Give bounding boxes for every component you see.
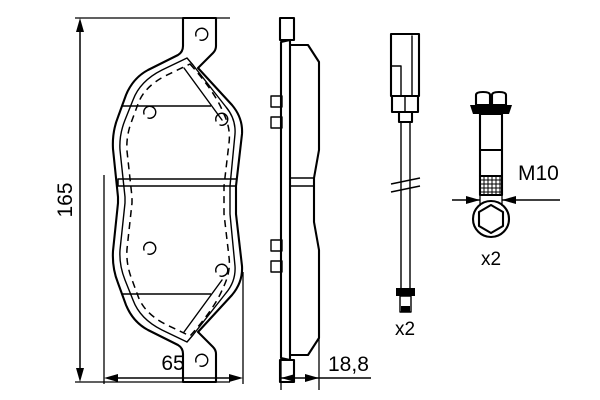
thickness-dimension-label: 18,8 — [328, 353, 369, 376]
backing-plate-outline — [111, 16, 244, 384]
height-dimension: 165 — [54, 17, 230, 383]
width-arrow-right — [229, 374, 243, 382]
thickness-dimension: 18,8 — [280, 250, 371, 390]
rivet-hole-top-tab — [195, 27, 209, 41]
front-view: 165 65 — [54, 16, 244, 384]
height-arrow-top — [76, 18, 84, 32]
clip-lug-2 — [270, 116, 283, 129]
wear-sensor-view: x2 — [389, 32, 421, 340]
side-view: 18,8 — [270, 16, 371, 390]
thread-dimension-label: M10 — [518, 162, 559, 185]
thickness-arrow-left — [281, 374, 295, 382]
upper-rib-line — [183, 67, 223, 121]
nut-view: x2 — [471, 199, 511, 270]
clip-lug-1 — [270, 95, 283, 108]
side-backing-plate — [279, 38, 292, 362]
thread-dimension: M10 — [452, 162, 560, 206]
sensor-connector-latch — [390, 65, 402, 97]
rivet-hole-lower-right — [215, 263, 229, 277]
rivet-hole-lower-left — [143, 241, 157, 255]
bolt-shank-plain — [478, 112, 504, 152]
sensor-connector-housing — [389, 32, 421, 98]
friction-pad-hidden-edge — [126, 63, 231, 337]
sensor-strain-relief — [390, 94, 420, 114]
height-dimension-label: 165 — [54, 182, 77, 217]
bolt-shank-mid — [478, 148, 504, 178]
clip-lug-4 — [270, 260, 283, 273]
bolt-flange — [470, 105, 512, 114]
bolt-view: M10 — [452, 90, 560, 206]
clip-lug-3 — [270, 239, 283, 252]
thickness-arrow-right — [305, 374, 319, 382]
width-dimension: 65 — [103, 175, 244, 384]
nut-outer-circle — [471, 199, 511, 239]
nut-hex-profile — [477, 203, 505, 235]
side-clip-lugs — [270, 95, 283, 273]
rivet-holes — [143, 27, 229, 367]
sensor-cable — [400, 121, 411, 289]
width-dimension-label: 65 — [161, 352, 184, 375]
width-arrow-left — [104, 374, 118, 382]
sensor-tip-ferrule — [396, 288, 415, 296]
bolt-thread-hatch — [480, 176, 502, 195]
side-friction-material — [288, 43, 321, 357]
rivet-hole-upper-right — [215, 112, 229, 126]
side-upper-tab — [278, 16, 296, 42]
center-groove — [117, 178, 237, 187]
thread-arrow-left — [466, 196, 480, 204]
sensor-cable-gland — [397, 110, 414, 124]
bolt-head-right-lobe — [490, 90, 508, 107]
side-center-groove — [289, 177, 315, 187]
friction-material-outline — [119, 57, 236, 343]
sensor-tip-end — [401, 306, 410, 312]
sensor-quantity-label: x2 — [395, 319, 415, 340]
nut-quantity-label: x2 — [481, 249, 501, 270]
bolt-head-left-lobe — [474, 90, 492, 107]
sensor-cable-break-symbol — [390, 177, 421, 193]
sensor-tip-body — [399, 295, 412, 313]
rivet-hole-upper-left — [143, 105, 157, 119]
lower-rib-line — [183, 279, 223, 333]
rivet-hole-bottom-tab — [195, 353, 209, 367]
thread-arrow-right — [502, 196, 516, 204]
height-arrow-bottom — [76, 368, 84, 382]
